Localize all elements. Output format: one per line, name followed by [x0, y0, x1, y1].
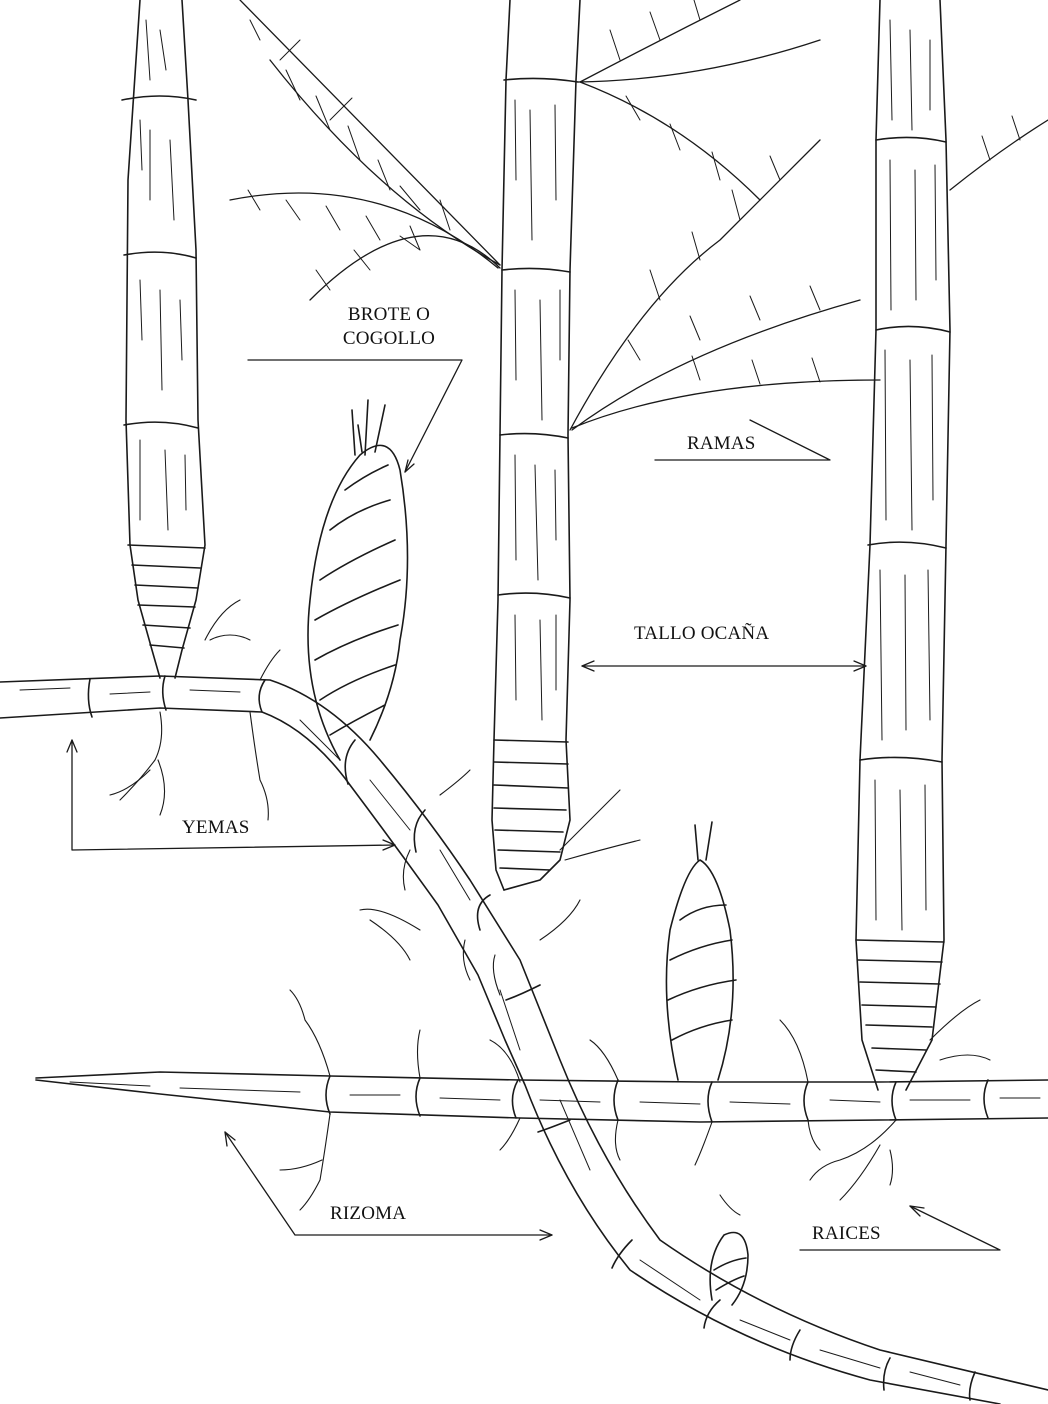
label-yemas: YEMAS [182, 816, 250, 840]
branches [230, 0, 1048, 430]
rhizome-upper [0, 676, 1048, 1404]
label-brote-line2: COGOLLO [334, 327, 444, 351]
culm-center [492, 0, 580, 890]
shoot-small [710, 1233, 748, 1306]
culm-right [856, 0, 950, 1090]
roots [110, 600, 990, 1215]
leader-lines [67, 360, 1000, 1250]
label-tallo-ocana: TALLO OCAÑA [634, 622, 769, 646]
label-brote-o-cogollo: BROTE O COGOLLO [334, 303, 444, 351]
shoot-lower [666, 822, 736, 1080]
culm-left [122, 0, 205, 678]
arrow-raices [910, 1206, 924, 1216]
label-ramas: RAMAS [687, 432, 756, 456]
label-rizoma: RIZOMA [330, 1202, 406, 1226]
label-brote-line1: BROTE O [334, 303, 444, 327]
label-raices: RAICES [812, 1222, 881, 1246]
rhizome-lower [36, 1072, 1048, 1122]
